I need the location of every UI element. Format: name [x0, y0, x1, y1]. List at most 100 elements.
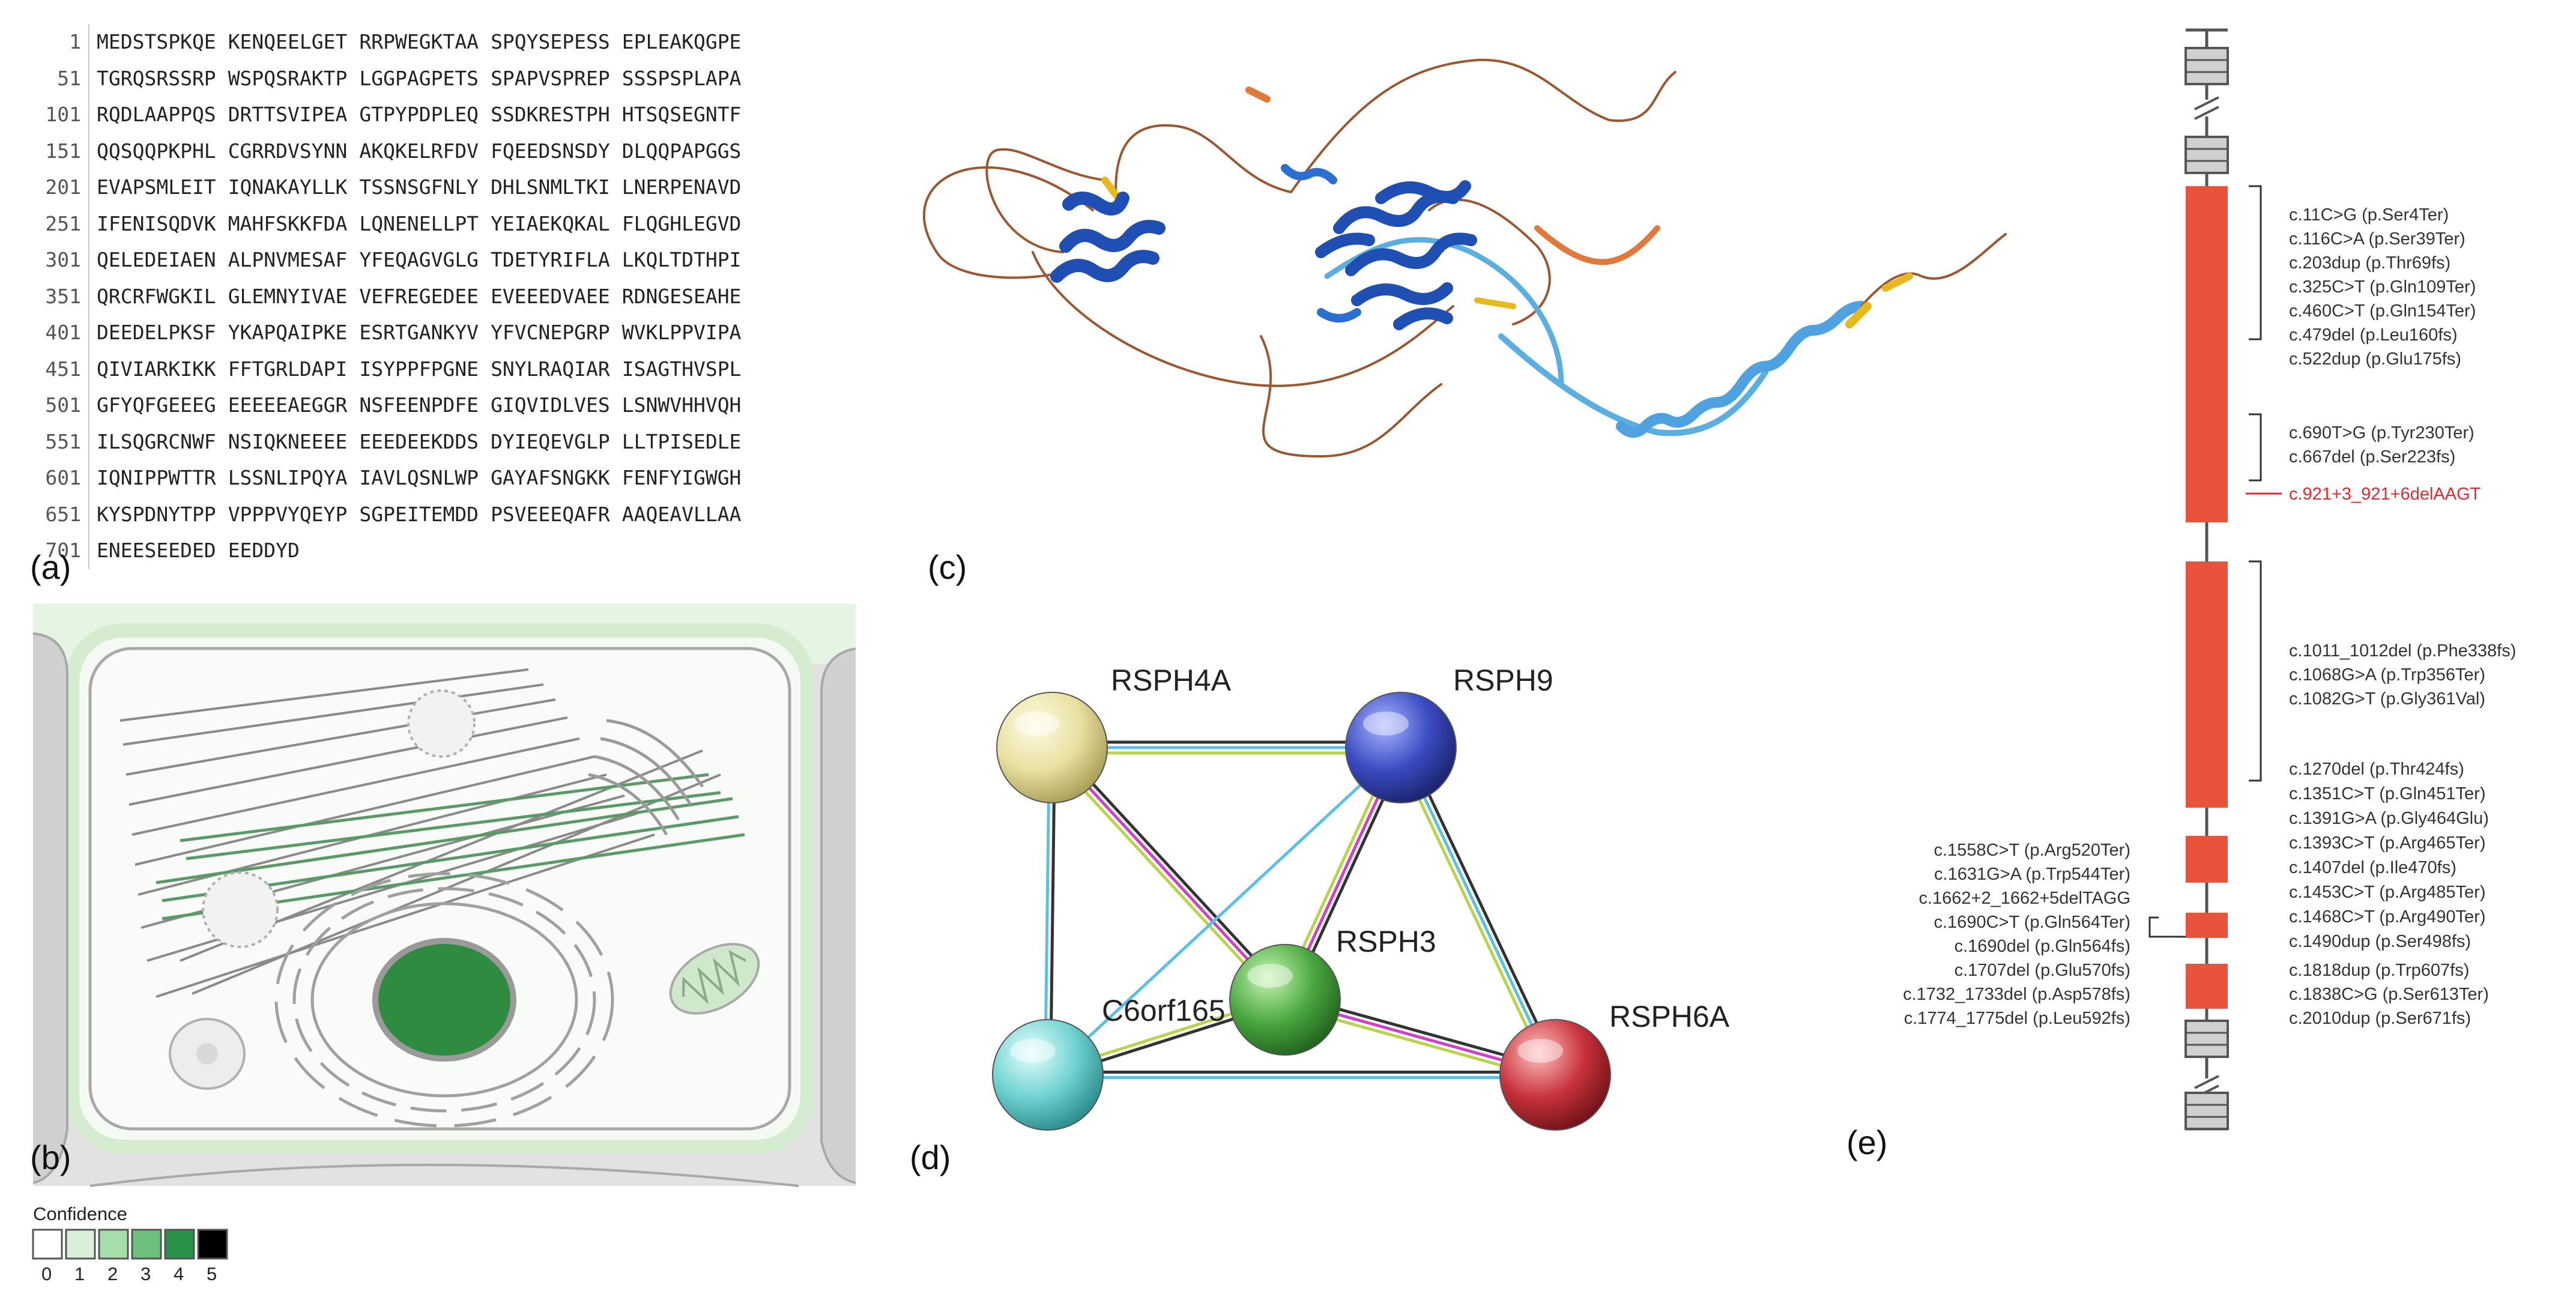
sequence-position: 251: [18, 205, 89, 242]
sequence-block: EEEDEEKDDS: [359, 429, 479, 453]
variant-label: c.1690C>T (p.Gln564Ter): [1934, 913, 2131, 932]
panel-label-d: (d): [910, 1138, 951, 1176]
utr-exon: [2184, 47, 2229, 85]
legend-level: 5: [207, 1263, 217, 1284]
sequence-block: IQNIPPWTTR: [97, 466, 216, 489]
variant-label: c.1453C>T (p.Arg485Ter): [2289, 883, 2486, 902]
sequence-block: ISYPPFPGNE: [359, 357, 479, 381]
sequence-block: NSFEENPDFE: [359, 393, 479, 417]
variant-label: c.460C>T (p.Gln154Ter): [2289, 301, 2476, 321]
variant-label: c.1082G>T (p.Gly361Val): [2289, 689, 2485, 709]
sequence-block: YEIAEKQKAL: [491, 211, 610, 235]
variant-label: c.1270del (p.Thr424fs): [2289, 760, 2464, 779]
legend-swatch: [197, 1229, 228, 1260]
network-edge: [1047, 750, 1283, 1005]
network-node-rsph9: [1345, 692, 1457, 803]
vesicle-2: [202, 871, 279, 948]
variant-label: c.1732_1733del (p.Asp578fs): [1903, 985, 2130, 1004]
sequence-block: IFENISQDVK: [97, 211, 216, 235]
node-highlight: [1363, 712, 1409, 736]
utr-exon: [2184, 1020, 2229, 1058]
legend-swatch: [164, 1229, 195, 1260]
sequence-block: ILSQGRCNWF: [97, 429, 216, 453]
sequence-block: AAQEAVLLAA: [621, 502, 742, 526]
axis-break: [2194, 1075, 2219, 1089]
protein-structure: [922, 58, 2007, 458]
sequence-block: EVAPSMLEIT: [97, 175, 216, 199]
sequence-block: LNERPENAVD: [621, 175, 742, 199]
network-edge: [1051, 746, 1286, 1001]
sequence-block: LLTPISEDLE: [621, 429, 742, 453]
sequence-block: LKQLTDTHPI: [621, 248, 742, 271]
sequence-block: ESRTGANKYV: [359, 321, 479, 344]
sequence-position: 401: [18, 315, 89, 351]
cell-illustration: [32, 603, 856, 1187]
sequence-position: 451: [18, 351, 89, 387]
mitochondrion: [669, 943, 760, 1015]
variant-label: c.522dup (p.Glu175fs): [2289, 349, 2461, 369]
network-edge: [1394, 749, 1552, 1078]
sequence-block: GTPYPDPLEQ: [359, 103, 479, 126]
variant-label: c.203dup (p.Thr69fs): [2289, 253, 2451, 273]
sequence-position: 701: [18, 533, 89, 569]
sequence-block: FFTGRLDAPI: [228, 357, 348, 381]
legend-swatch: [131, 1229, 162, 1260]
network-edge: [1047, 746, 1402, 1076]
sequence-block: TSSNSGFNLY: [359, 175, 479, 199]
sequence-block: TGRQSRSSRP: [97, 66, 216, 90]
node-highlight: [1247, 964, 1293, 988]
sequence-block: GAYAFSNGKK: [491, 466, 610, 489]
variant-label: c.1490dup (p.Ser498fs): [2289, 932, 2471, 951]
coding-exon: [2186, 836, 2228, 883]
sequence-block: EEEEEAEGGR: [228, 393, 348, 417]
sequence-block: TDETYRIFLA: [491, 248, 610, 271]
sequence-block: LSNWVHHVQH: [621, 393, 742, 417]
sequence-block: LGGPAGPETS: [359, 66, 479, 90]
coding-exon: [2186, 913, 2228, 938]
sequence-position: 501: [18, 387, 89, 424]
endoplasmic-reticulum: [274, 872, 614, 1128]
sequence-block: DLQQPAPGGS: [621, 139, 742, 163]
coding-exon: [2186, 408, 2228, 480]
sequence-block: EEDDYD: [228, 539, 300, 562]
sequence-block: KYSPDNYTPP: [97, 502, 216, 526]
sequence-position: 301: [18, 242, 89, 279]
legend-swatch: [32, 1229, 63, 1260]
sequence-block: DYIEQEVGLP: [491, 429, 610, 453]
network-node-c6orf165: [992, 1019, 1104, 1131]
panel-label-a: (a): [30, 548, 71, 586]
axis-break: [2194, 106, 2219, 120]
variant-bracket: [2148, 916, 2186, 938]
sequence-block: SNYLRAQIAR: [491, 357, 610, 381]
sequence-block: WSPQSRAKTP: [228, 66, 348, 90]
sequence-block: FENFYIGWGH: [621, 466, 742, 489]
sequence-block: EPLEAKQGPE: [621, 30, 742, 53]
variant-label: c.690T>G (p.Tyr230Ter): [2289, 423, 2475, 443]
sequence-block: DEEDELPKSF: [97, 321, 216, 344]
variant-label: c.1068G>A (p.Trp356Ter): [2289, 665, 2485, 685]
sequence-block: HTSQSEGNTF: [621, 103, 742, 126]
network-label: RSPH3: [1336, 925, 1436, 958]
variant-label: c.1391G>A (p.Gly464Glu): [2289, 809, 2489, 828]
legend-level: 2: [107, 1263, 118, 1284]
sequence-block: ENEESEEDED: [97, 539, 216, 562]
variant-label: c.1774_1775del (p.Leu592fs): [1904, 1009, 2130, 1028]
splice-variant-label: c.921+3_921+6delAAGT: [2289, 485, 2481, 504]
gene-structure: c.11C>G (p.Ser4Ter)c.116C>A (p.Ser39Ter)…: [1903, 28, 2516, 1131]
network-edge: [1399, 746, 1557, 1076]
sequence-block: DHLSNMLTKI: [491, 175, 610, 199]
sequence-block: MAHFSKKFDA: [228, 211, 348, 235]
node-highlight: [1517, 1039, 1563, 1063]
sequence-block: QQSQQPKPHL: [97, 139, 216, 163]
sequence-block: YFEQAGVGLG: [359, 248, 479, 271]
